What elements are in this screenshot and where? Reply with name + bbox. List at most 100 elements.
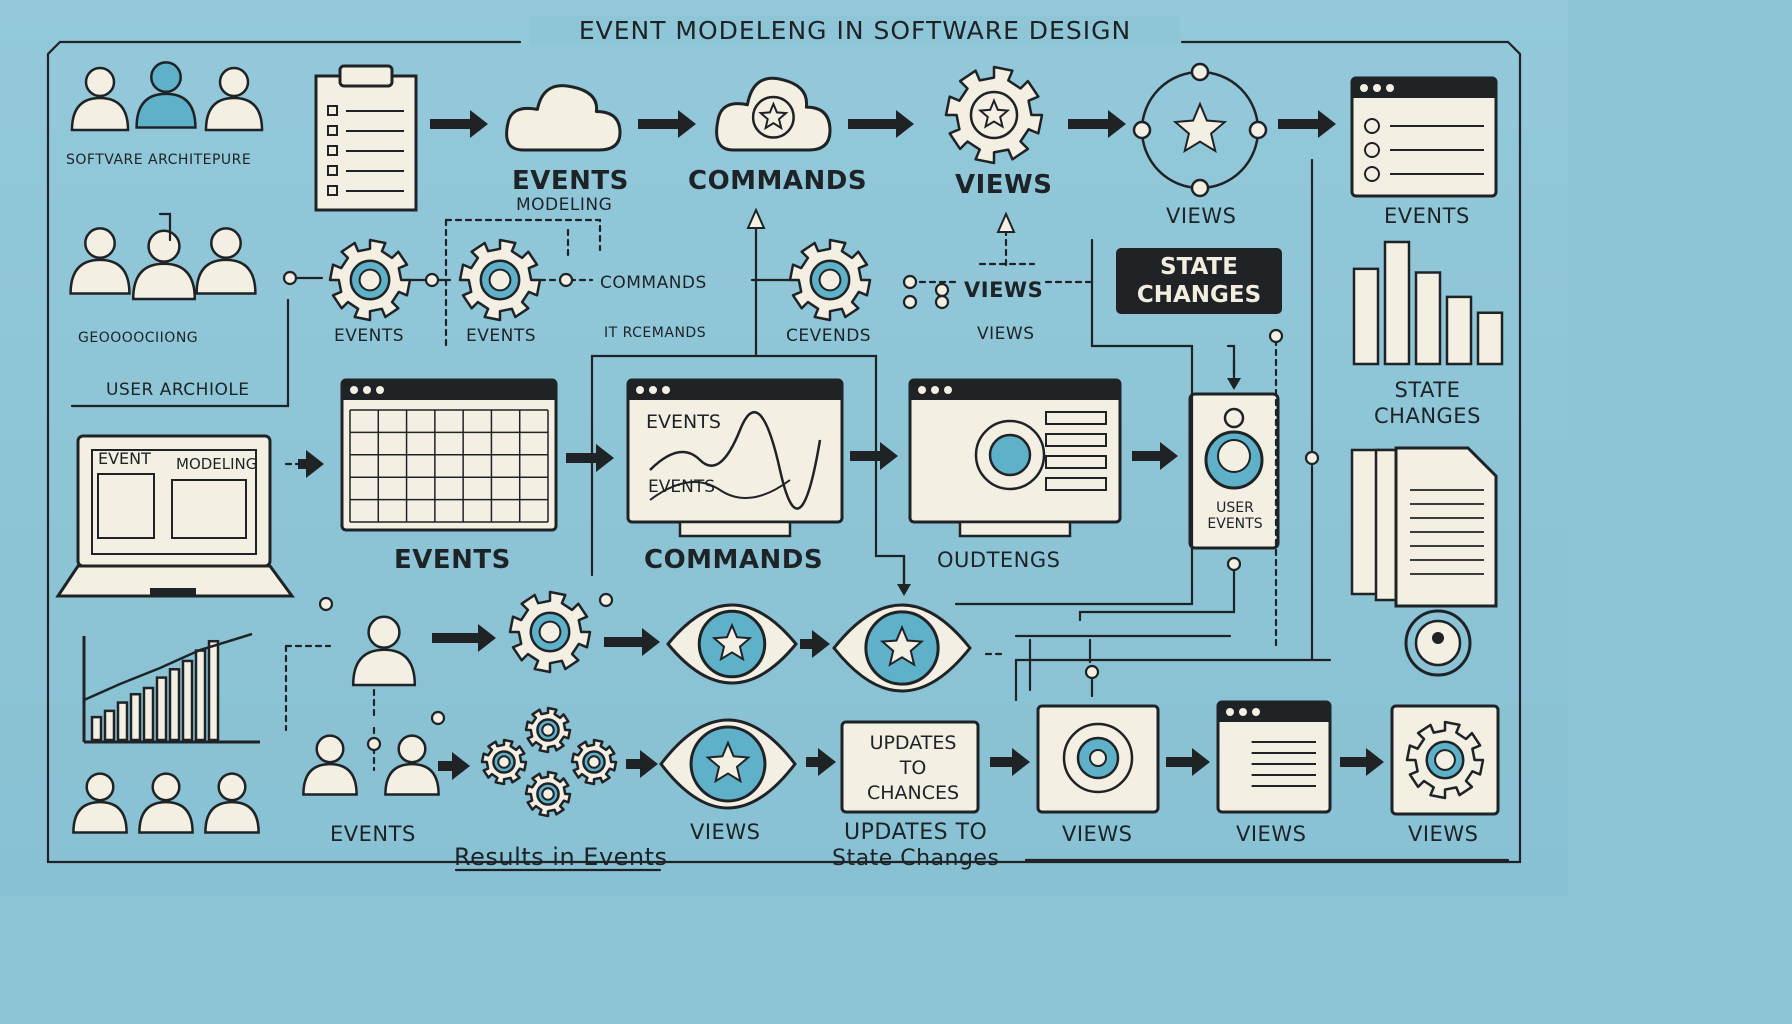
arrow-shaft xyxy=(1068,119,1110,129)
window-dot xyxy=(1239,708,1247,716)
gear-icon-cluster xyxy=(524,706,572,754)
laptop-event-text: EVENT xyxy=(98,449,151,468)
bar xyxy=(1476,311,1504,366)
label-commands-row2: COMMANDS xyxy=(600,273,707,293)
checkbox xyxy=(327,145,338,156)
window-dot xyxy=(1360,84,1368,92)
connector-dot xyxy=(934,294,950,310)
arrow-top-3 xyxy=(848,110,914,138)
bar xyxy=(1352,267,1380,366)
bar xyxy=(129,692,142,742)
user-icon-lower xyxy=(351,615,417,687)
bar xyxy=(207,639,220,742)
connector-dot xyxy=(282,270,298,286)
user-icon-center xyxy=(135,61,197,129)
views-card-target xyxy=(1036,704,1160,814)
window-titlebar xyxy=(342,380,556,400)
monitor-dot xyxy=(944,386,952,394)
target-icon-right xyxy=(1404,609,1472,677)
arrow-shaft xyxy=(1340,757,1368,767)
monitor-events-text-a: EVENTS xyxy=(646,411,721,433)
arrow-head xyxy=(1108,110,1126,138)
monitor-stand xyxy=(678,520,792,538)
label-events-row2-a: EVENTS xyxy=(334,326,405,346)
orbit-node xyxy=(1190,178,1210,198)
arrow-head xyxy=(642,628,660,656)
label-oudtengs: OUDTENGS xyxy=(937,548,1061,572)
target-ring xyxy=(974,419,1046,491)
gear-icon-cluster xyxy=(480,738,528,786)
monitor-icon-events xyxy=(626,378,844,538)
arrow-shaft xyxy=(1278,119,1320,129)
bar xyxy=(181,659,194,742)
bar xyxy=(194,649,207,742)
user-events-text: USER EVENTS xyxy=(1207,500,1263,532)
arrow-shaft xyxy=(298,459,308,469)
list-bullet xyxy=(1364,166,1380,182)
user-icon-bottom-events-a xyxy=(302,734,358,796)
diagram-graphics xyxy=(46,40,1522,872)
label-views-bottom-1: VIEWS xyxy=(690,820,761,844)
connector-dot xyxy=(318,596,334,612)
person-body xyxy=(195,258,257,295)
phone-camera xyxy=(1223,407,1245,429)
connector-line xyxy=(954,238,1194,606)
connector-dot xyxy=(598,592,614,608)
arrow-mid-3 xyxy=(1132,442,1178,470)
arrow-head xyxy=(1366,748,1384,776)
label-events-modeling: EVENTS xyxy=(512,166,629,196)
laptop-icon xyxy=(55,434,295,598)
laptop-trackpad xyxy=(150,588,196,596)
arrow-shaft xyxy=(800,639,814,649)
person-head xyxy=(218,66,250,98)
checkbox xyxy=(327,165,338,176)
outer-frame xyxy=(46,40,1522,864)
window-dot xyxy=(350,386,358,394)
documents-icon xyxy=(1350,446,1498,608)
person-head xyxy=(367,615,401,649)
label-modeling-sub: MODELING xyxy=(516,195,613,215)
gear-icon-views-bottom xyxy=(1405,720,1485,800)
arrow-lower-2 xyxy=(604,628,660,656)
arrow-mid-1 xyxy=(566,444,614,472)
person-head xyxy=(397,734,427,764)
person-body xyxy=(351,648,417,687)
connector-dot xyxy=(424,272,440,288)
arrow-shaft xyxy=(848,119,898,129)
connector-dot xyxy=(558,272,574,288)
target-line xyxy=(1045,411,1107,425)
user-icon-right xyxy=(204,66,264,132)
gear-core xyxy=(538,620,562,644)
diagram-canvas: EVENT MODELENG IN SOFTWARE DESIGN SOFTVA… xyxy=(0,0,1568,896)
star-icon xyxy=(1172,101,1228,154)
gear-icon-cevends xyxy=(788,238,872,322)
person-body xyxy=(135,92,197,129)
arrow-head xyxy=(678,110,696,138)
arrow-mid-2 xyxy=(850,442,898,470)
arrow-head xyxy=(1227,378,1241,390)
star-icon xyxy=(758,101,789,131)
arrow-top-4 xyxy=(1068,110,1126,138)
cloud-outline xyxy=(505,84,622,152)
person-head xyxy=(150,61,182,94)
arrow-shaft xyxy=(604,637,644,647)
target-line xyxy=(1045,455,1107,469)
person-body xyxy=(204,96,264,132)
person-head xyxy=(84,66,116,98)
label-views-row2-small: VIEWS xyxy=(977,324,1035,344)
arrow-head xyxy=(818,748,836,776)
arrow-head xyxy=(897,584,911,596)
monitor-titlebar xyxy=(910,380,1120,400)
arrow-bottom-5 xyxy=(1166,748,1210,776)
phone-avatar-core xyxy=(1217,439,1251,473)
window-dot xyxy=(1252,708,1260,716)
trend-line xyxy=(83,632,253,702)
bar xyxy=(90,715,103,742)
phone-icon-user xyxy=(1188,392,1280,550)
orbit-node xyxy=(1132,120,1152,140)
arrow-shaft xyxy=(1132,451,1162,461)
monitor-dot xyxy=(649,386,657,394)
monitor-dot xyxy=(662,386,670,394)
arrow-head xyxy=(1192,748,1210,776)
updates-box-text: UPDATES TO CHANCES xyxy=(866,732,960,804)
